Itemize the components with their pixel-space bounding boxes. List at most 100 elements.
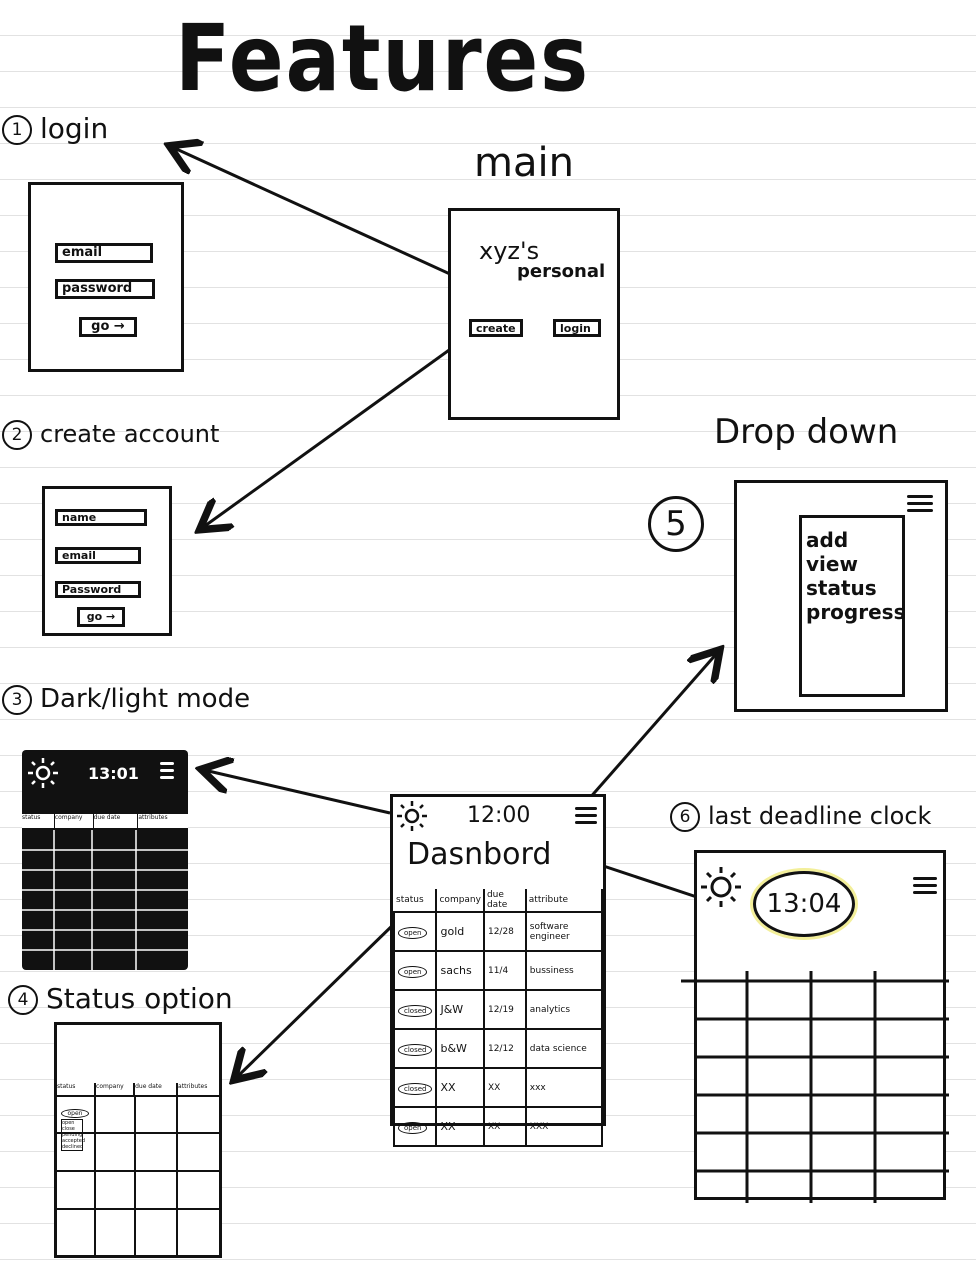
arrow-dash-to-dropdown bbox=[586, 652, 718, 801]
company-cell: XX bbox=[435, 1067, 485, 1108]
table-row: closed J&W 12/19 analytics bbox=[392, 989, 604, 1030]
col-company: company bbox=[436, 889, 485, 913]
due-date-cell: XX bbox=[482, 1067, 527, 1108]
col-company: company bbox=[55, 814, 94, 828]
section-number: 4 bbox=[8, 985, 38, 1015]
table-row: closed b&W 12/12 data science bbox=[392, 1028, 604, 1069]
attribute-cell: software engineer bbox=[524, 911, 604, 952]
col-status: status bbox=[57, 1083, 97, 1095]
dropdown-section-label: Drop down bbox=[714, 412, 899, 452]
col-attribute: attribute bbox=[525, 889, 604, 913]
col-status: status bbox=[394, 889, 438, 913]
section-title: last deadline clock bbox=[708, 802, 932, 830]
table-row: closed XX XX xxx bbox=[392, 1067, 604, 1108]
due-date-cell: XX bbox=[482, 1106, 527, 1147]
option-accepted[interactable]: accepted bbox=[62, 1138, 86, 1144]
dropdown-wireframe: add view status progress bbox=[734, 480, 948, 712]
menu-icon[interactable] bbox=[907, 495, 933, 516]
sun-icon[interactable] bbox=[26, 756, 60, 790]
col-attributes: attributes bbox=[138, 814, 168, 821]
clock-wireframe: 13:04 bbox=[681, 850, 949, 1203]
section-title: create account bbox=[40, 420, 220, 448]
main-title-line2: personal bbox=[517, 261, 606, 282]
status-section-label: 4 Status option bbox=[8, 982, 233, 1015]
section-title: Status option bbox=[46, 982, 233, 1015]
go-button[interactable]: go → bbox=[77, 607, 125, 627]
dashboard-wireframe: 12:00 Dasnbord status company due date a… bbox=[390, 794, 606, 1147]
password-field[interactable]: Password bbox=[55, 581, 141, 598]
status-select[interactable]: open bbox=[61, 1109, 89, 1118]
sun-icon[interactable] bbox=[699, 865, 743, 909]
status-option-wireframe: status company due date attributes open … bbox=[54, 1022, 222, 1258]
name-field[interactable]: name bbox=[55, 509, 147, 526]
table-row: open sachs 11/4 bussiness bbox=[392, 950, 604, 991]
menu-icon[interactable] bbox=[913, 877, 937, 898]
company-cell: b&W bbox=[435, 1028, 485, 1069]
col-company: company bbox=[96, 1083, 136, 1095]
login-button[interactable]: login bbox=[553, 319, 601, 337]
status-table-header: status company due date attributes bbox=[57, 1083, 219, 1097]
status-pill[interactable]: open bbox=[398, 1121, 428, 1134]
section-title: login bbox=[40, 112, 109, 145]
status-pill[interactable]: open bbox=[398, 926, 428, 939]
main-wireframe: xyz's personal create login bbox=[448, 208, 620, 420]
attribute-cell: bussiness bbox=[524, 950, 604, 991]
go-button[interactable]: go → bbox=[79, 317, 137, 337]
clock-table-grid bbox=[681, 971, 949, 1203]
menu-icon[interactable] bbox=[160, 762, 174, 783]
status-table-grid bbox=[57, 1095, 219, 1255]
email-field[interactable]: email bbox=[55, 547, 141, 564]
due-date-cell: 11/4 bbox=[482, 950, 527, 991]
attribute-cell: xxx bbox=[524, 1067, 604, 1108]
section-title: Dark/light mode bbox=[40, 684, 251, 714]
page-title: Features bbox=[175, 5, 591, 112]
col-attributes: attributes bbox=[178, 1083, 208, 1090]
status-pill[interactable]: closed bbox=[398, 1043, 433, 1056]
section-number: 2 bbox=[2, 420, 32, 450]
create-button[interactable]: create bbox=[469, 319, 523, 337]
col-status: status bbox=[22, 814, 55, 828]
dark-clock: 13:01 bbox=[88, 764, 139, 783]
arrow-dash-to-dark bbox=[204, 770, 391, 815]
col-due-date: due date bbox=[135, 1083, 179, 1095]
dropdown-menu: add view status progress bbox=[799, 515, 905, 697]
status-options-list: open close pending accepted declined bbox=[61, 1119, 86, 1151]
option-close[interactable]: close bbox=[62, 1126, 75, 1132]
status-pill[interactable]: closed bbox=[398, 1004, 433, 1017]
option-declined[interactable]: declined bbox=[62, 1144, 84, 1150]
main-label: main bbox=[474, 140, 574, 186]
deadline-clock: 13:04 bbox=[753, 871, 855, 937]
sun-icon[interactable] bbox=[395, 799, 429, 833]
menu-item-progress[interactable]: progress bbox=[806, 600, 906, 624]
option-pending[interactable]: pending bbox=[62, 1132, 83, 1138]
menu-item-view[interactable]: view bbox=[806, 552, 858, 576]
dropdown-section-number: 5 bbox=[648, 496, 704, 552]
clock-section-label: 6 last deadline clock bbox=[670, 802, 931, 832]
menu-icon[interactable] bbox=[575, 807, 597, 828]
col-due-date: due date bbox=[483, 889, 527, 913]
login-wireframe: email password go → bbox=[28, 182, 184, 372]
attribute-cell: analytics bbox=[524, 989, 604, 1030]
menu-item-add[interactable]: add bbox=[806, 528, 849, 552]
table-row: open XX XX XXX bbox=[392, 1106, 604, 1147]
company-cell: gold bbox=[435, 911, 485, 952]
status-pill[interactable]: open bbox=[398, 965, 428, 978]
dark-section-label: 3 Dark/light mode bbox=[2, 684, 250, 715]
col-due-date: due date bbox=[94, 814, 139, 828]
email-field[interactable]: email bbox=[55, 243, 153, 263]
dark-table-grid bbox=[22, 830, 188, 970]
arrow-main-to-create bbox=[202, 333, 471, 528]
company-cell: J&W bbox=[435, 989, 485, 1030]
dashboard-clock: 12:00 bbox=[467, 803, 531, 828]
attribute-cell: data science bbox=[524, 1028, 604, 1069]
status-pill[interactable]: closed bbox=[398, 1082, 433, 1095]
dashboard-title: Dasnbord bbox=[407, 837, 552, 872]
section-number: 3 bbox=[2, 684, 32, 715]
password-field[interactable]: password bbox=[55, 279, 155, 299]
section-number: 6 bbox=[670, 802, 700, 832]
status-dropdown[interactable]: open open close pending accepted decline… bbox=[61, 1109, 89, 1151]
menu-item-status[interactable]: status bbox=[806, 576, 877, 600]
main-title-line1: xyz's bbox=[479, 237, 540, 265]
option-open[interactable]: open bbox=[62, 1120, 75, 1126]
